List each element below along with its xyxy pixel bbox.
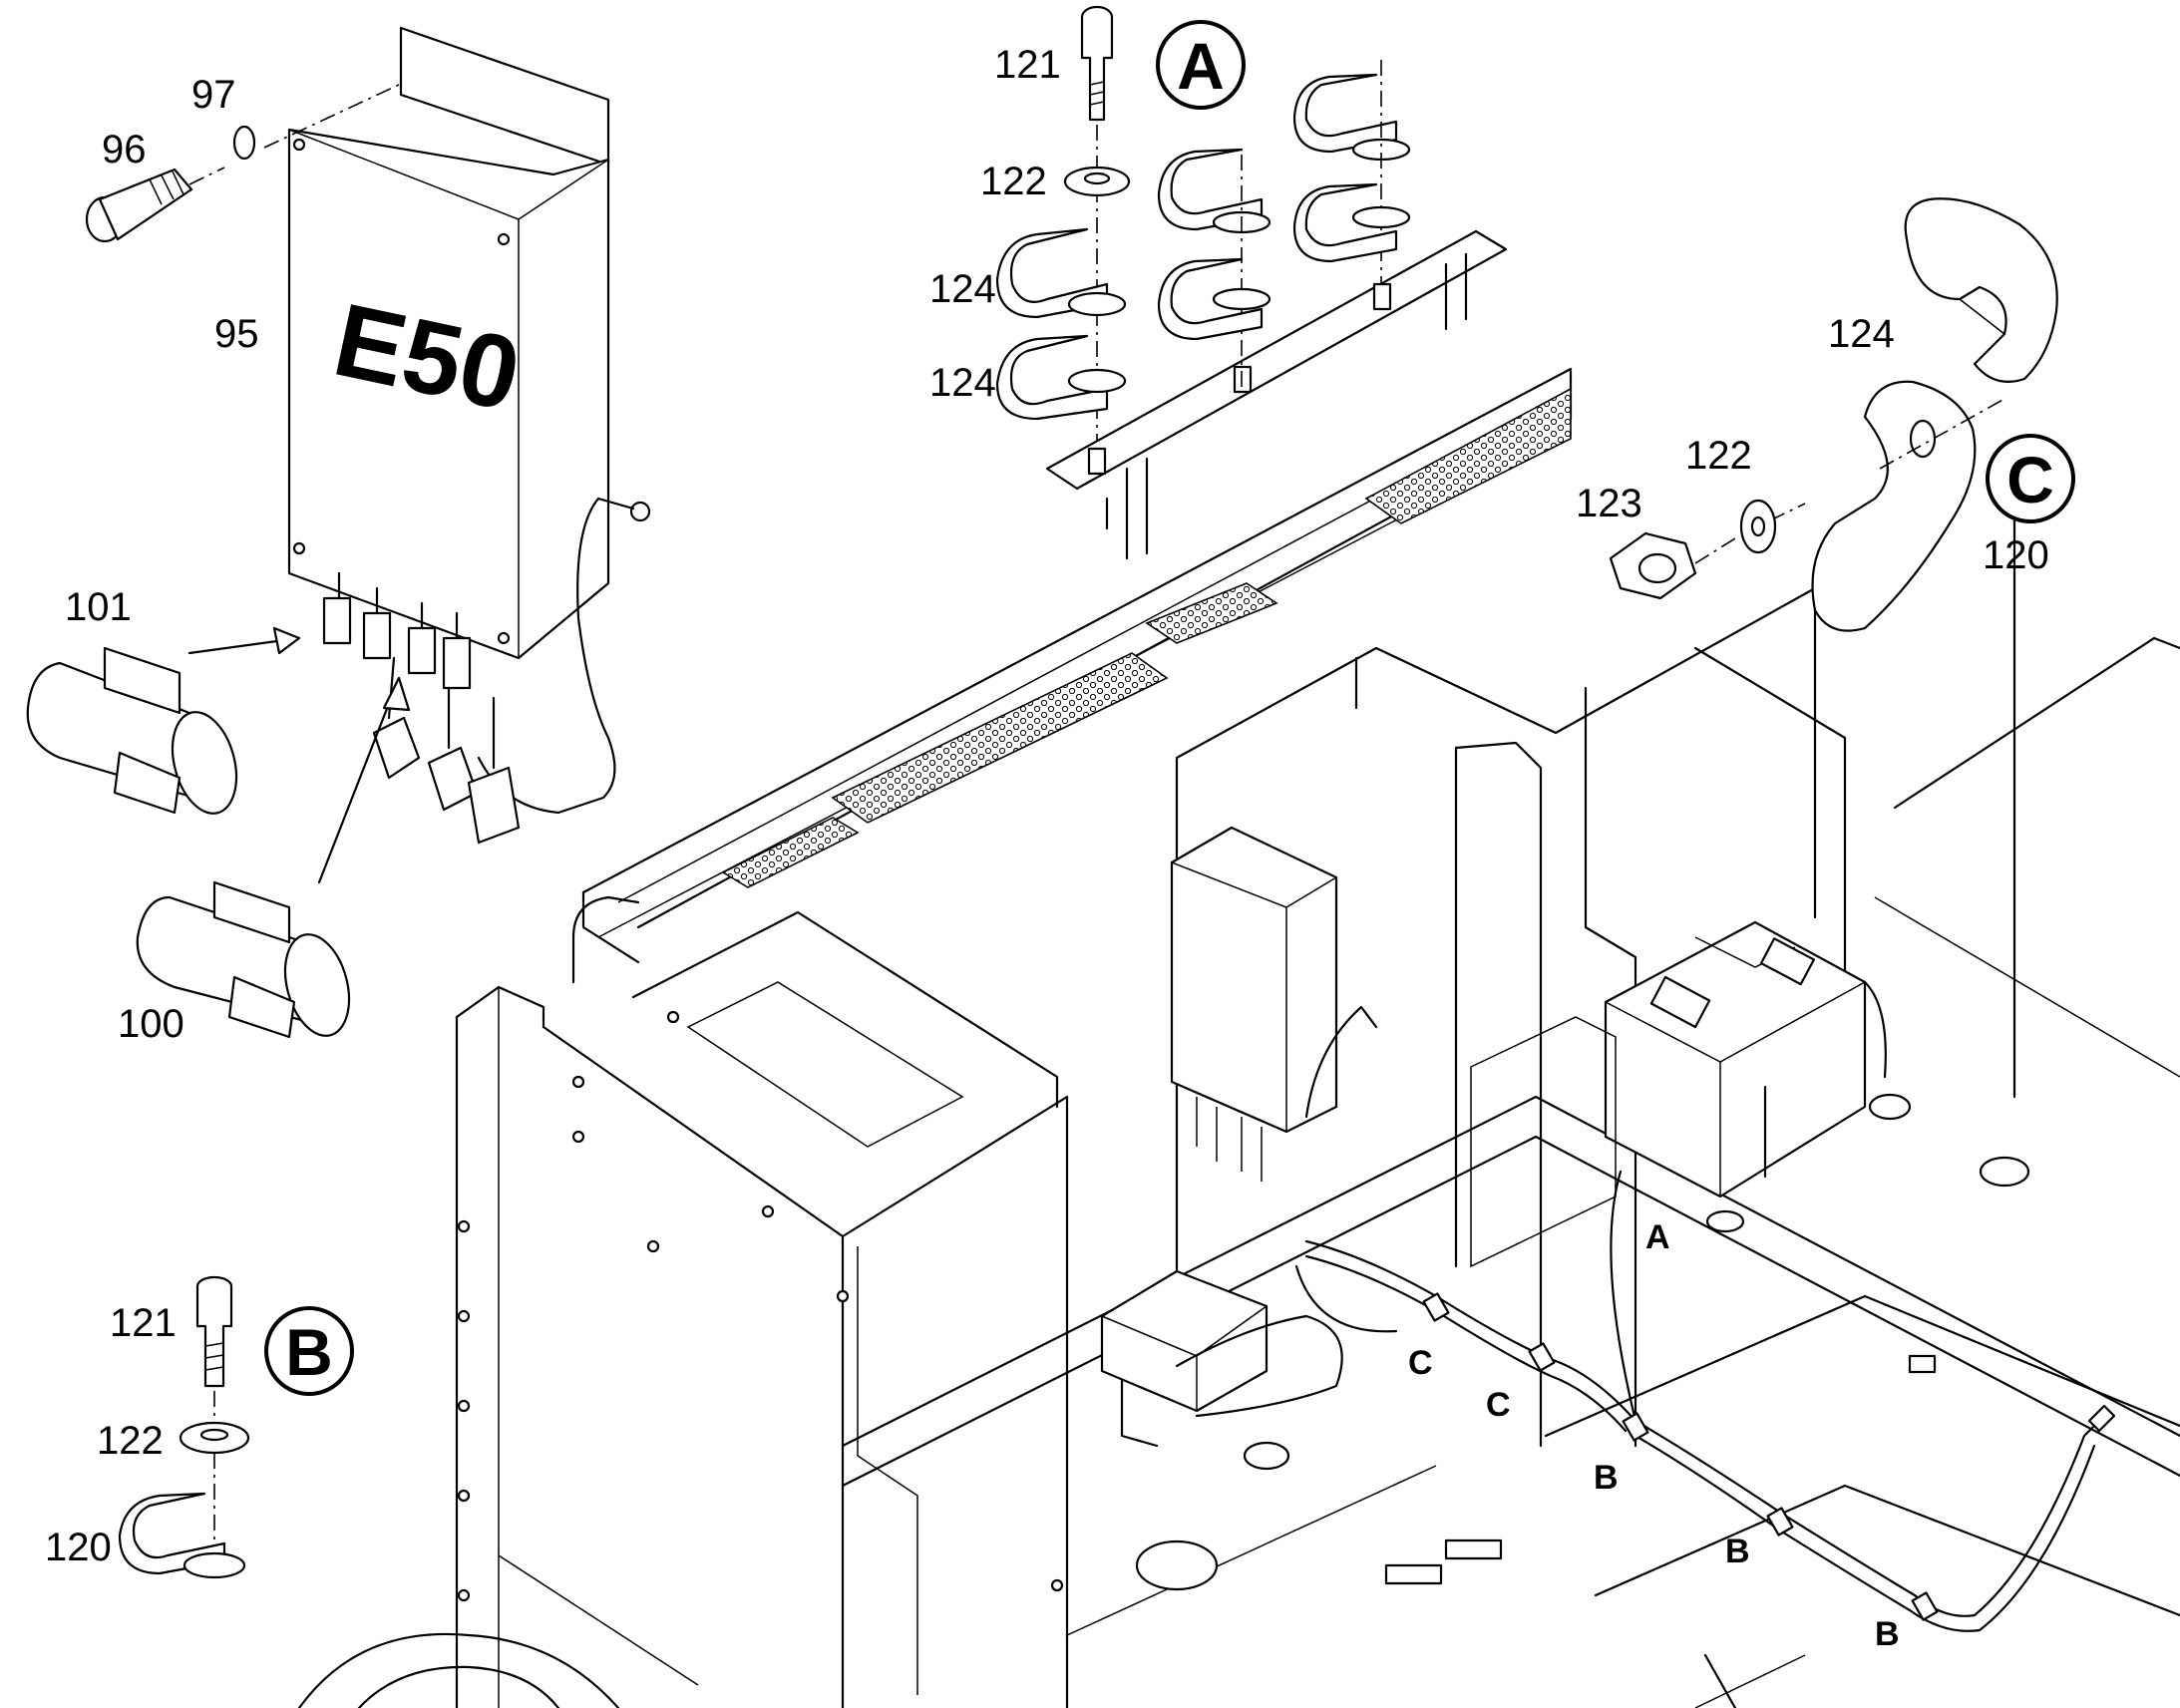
battery-unit — [1470, 920, 1887, 1268]
clamp-124 — [995, 227, 1127, 319]
callout-a-121: 121 — [994, 43, 1061, 87]
callout-c-123: 123 — [1576, 482, 1642, 525]
callout-a-124-upper: 124 — [929, 267, 996, 311]
e50-controller-box: E50 — [287, 26, 651, 845]
detail-c-assembly — [1609, 197, 2058, 632]
callout-100: 100 — [118, 1002, 184, 1046]
box-connectors — [322, 571, 521, 845]
detail-marker-a: A — [1156, 20, 1246, 110]
callout-b-121: 121 — [110, 1301, 177, 1345]
vent-panel — [1145, 582, 1278, 644]
detail-marker-c: C — [1986, 434, 2075, 523]
clamp-124 — [995, 334, 1127, 421]
callout-101: 101 — [65, 585, 132, 629]
callout-97: 97 — [191, 73, 236, 117]
location-letters: A C C B B B — [1408, 1218, 1900, 1653]
washer-97 — [232, 125, 256, 161]
hose-clamp-100 — [136, 676, 411, 1039]
callout-a-124-lower: 124 — [929, 361, 996, 405]
callout-c-120: 120 — [1983, 533, 2049, 577]
callout-b-122: 122 — [97, 1419, 164, 1463]
clamp-120 — [118, 1492, 226, 1575]
frame-bolts — [457, 1010, 1064, 1602]
callout-96: 96 — [102, 128, 147, 171]
detail-b-assembly — [118, 1275, 250, 1579]
location-letter-c2: C — [1486, 1386, 1511, 1424]
callouts: 97 96 95 101 100 121 122 124 124 124 122… — [45, 43, 2049, 1569]
machine-frame — [297, 367, 2180, 1708]
callout-95: 95 — [214, 312, 259, 356]
callout-c-122: 122 — [1685, 434, 1752, 478]
clamp-124 — [1157, 148, 1272, 389]
detail-marker-b: B — [264, 1306, 354, 1396]
vent-panel — [721, 817, 860, 888]
callout-a-122: 122 — [980, 160, 1047, 203]
installed-controller-box — [1170, 826, 1378, 1182]
clamp-124 — [1157, 257, 1272, 341]
clamp-120-large — [1811, 380, 1977, 632]
detail-marker-b-label: B — [285, 1315, 333, 1389]
vent-panel — [1364, 387, 1572, 524]
cable-harness — [1175, 1170, 2116, 1632]
vent-panel — [831, 652, 1169, 824]
location-letter-b3: B — [1875, 1615, 1900, 1653]
location-letter-b1: B — [1594, 1459, 1619, 1497]
bolt-96 — [85, 84, 400, 243]
location-letter-b2: B — [1725, 1533, 1750, 1570]
detail-a-assembly — [995, 5, 1508, 560]
installed-small-box — [1100, 1269, 1269, 1448]
callout-b-120: 120 — [45, 1526, 112, 1569]
clamp-124 — [1292, 182, 1411, 263]
callout-c-124: 124 — [1828, 312, 1895, 356]
detail-marker-a-label: A — [1177, 29, 1225, 103]
hose-clamp-101 — [26, 626, 301, 815]
location-letter-a: A — [1645, 1218, 1670, 1256]
location-letter-c1: C — [1408, 1344, 1433, 1382]
detail-marker-c-label: C — [2006, 443, 2054, 516]
clamp-124-large — [1904, 197, 2058, 383]
